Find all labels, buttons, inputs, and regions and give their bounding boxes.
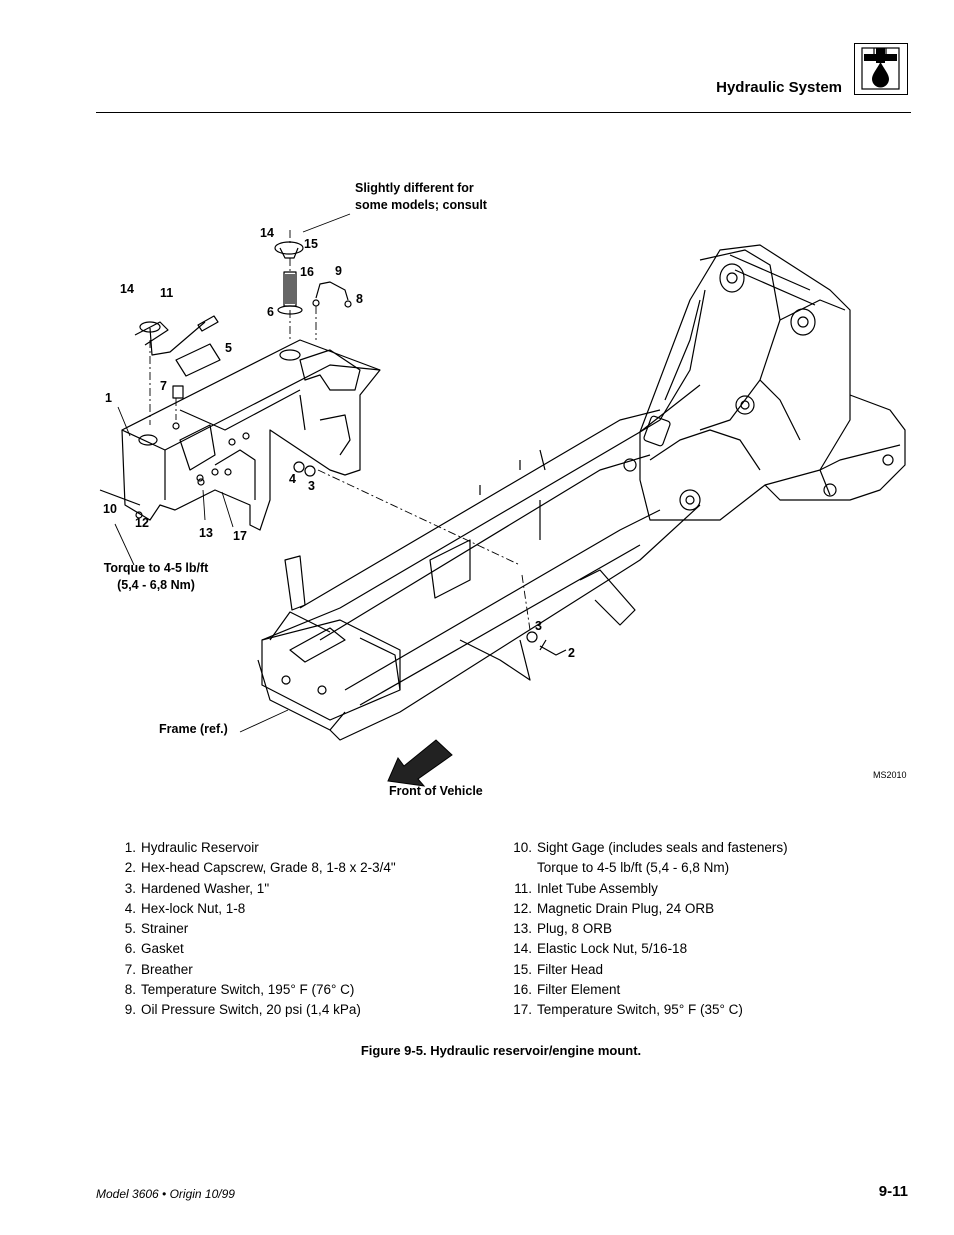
- legend-number: 16.: [513, 982, 532, 998]
- front-direction-arrow-icon: [387, 739, 453, 787]
- legend-number: 2.: [124, 860, 136, 876]
- legend-text: Breather: [141, 961, 193, 977]
- parts-legend-right: 10. Sight Gage (includes seals and fasten…: [510, 838, 788, 1021]
- legend-number: 15.: [513, 961, 532, 977]
- figure-caption: Figure 9-5. Hydraulic reservoir/engine m…: [360, 1043, 642, 1058]
- legend-text: Hardened Washer, 1": [141, 880, 270, 896]
- part-label: 13: [199, 526, 213, 540]
- part-label: 11: [160, 286, 174, 300]
- legend-item: 16. Filter Element: [510, 980, 788, 1000]
- legend-item: 3. Hardened Washer, 1": [122, 879, 396, 899]
- part-label: 4: [289, 472, 296, 486]
- legend-number: 14.: [513, 941, 532, 957]
- legend-item: 17. Temperature Switch, 95° F (35° C): [510, 1000, 788, 1020]
- legend-item: 2. Hex-head Capscrew, Grade 8, 1-8 x 2-3/…: [122, 858, 396, 878]
- legend-text: Elastic Lock Nut, 5/16-18: [537, 941, 688, 957]
- legend-text: Sight Gage (includes seals and fasteners…: [537, 840, 788, 855]
- legend-number: 1.: [124, 840, 136, 855]
- legend-text: Hydraulic Reservoir: [141, 840, 259, 855]
- torque-line-1: Torque to 4-5 lb/ft: [103, 561, 209, 575]
- legend-text-note: Torque to 4-5 lb/ft (5,4 - 6,8 Nm): [537, 860, 730, 876]
- legend-number: 6.: [124, 941, 136, 957]
- legend-number: 3.: [124, 880, 136, 896]
- legend-item: 12. Magnetic Drain Plug, 24 ORB: [510, 899, 788, 919]
- legend-text: Gasket: [141, 941, 184, 957]
- legend-item: 4. Hex-lock Nut, 1-8: [122, 899, 396, 919]
- part-label: 8: [356, 292, 363, 306]
- part-label: 7: [160, 379, 167, 393]
- legend-number: 9.: [124, 1002, 136, 1018]
- footer-model-origin: Model 3606 • Origin 10/99: [96, 1187, 235, 1201]
- legend-number: 4.: [124, 900, 136, 916]
- part-label: 5: [225, 341, 232, 355]
- torque-line-2: (5,4 - 6,8 Nm): [117, 578, 195, 592]
- legend-text: Strainer: [141, 921, 189, 937]
- legend-item: 7. Breather: [122, 960, 396, 980]
- legend-text: Magnetic Drain Plug, 24 ORB: [537, 900, 715, 916]
- legend-text: Temperature Switch, 95° F (35° C): [537, 1002, 743, 1018]
- legend-number: 17.: [513, 1002, 532, 1018]
- legend-item: 14. Elastic Lock Nut, 5/16-18: [510, 939, 788, 959]
- part-label: 6: [267, 305, 274, 319]
- legend-number: 13.: [513, 921, 532, 937]
- legend-number: 10.: [513, 840, 532, 855]
- legend-number: 11.: [514, 880, 532, 896]
- legend-text: Plug, 8 ORB: [537, 921, 613, 937]
- part-label: 16: [300, 265, 314, 279]
- legend-number: 12.: [513, 900, 532, 916]
- front-callout: Front of Vehicle: [389, 784, 483, 798]
- legend-item: 10. Sight Gage (includes seals and fasten…: [510, 838, 788, 879]
- drawing-code: MS2010: [873, 770, 907, 780]
- legend-item: 6. Gasket: [122, 939, 396, 959]
- part-label: 9: [335, 264, 342, 278]
- section-title: Hydraulic System: [716, 79, 842, 96]
- parts-legend-left: 1. Hydraulic Reservoir 2. Hex-head Capscre…: [122, 838, 396, 1021]
- legend-text: Temperature Switch, 195° F (76° C): [141, 982, 355, 998]
- note-line-2: some models; consult: [355, 198, 487, 212]
- header-divider: [96, 112, 911, 113]
- frame-callout: Frame (ref.): [159, 722, 228, 736]
- note-callout: Slightly different for some models; cons…: [355, 180, 487, 214]
- part-label: 3: [308, 479, 315, 493]
- part-label: 10: [103, 502, 117, 516]
- torque-callout: Torque to 4-5 lb/ft (5,4 - 6,8 Nm): [97, 560, 215, 594]
- legend-item: 8. Temperature Switch, 195° F (76° C): [122, 980, 396, 1000]
- legend-number: 8.: [124, 982, 136, 998]
- legend-item: 1. Hydraulic Reservoir: [122, 838, 396, 858]
- part-label: 14: [260, 226, 274, 240]
- legend-text: Hex-head Capscrew, Grade 8, 1-8 x 2-3/4": [141, 860, 396, 876]
- legend-item: 13. Plug, 8 ORB: [510, 919, 788, 939]
- part-label: 15: [304, 237, 318, 251]
- legend-item: 9. Oil Pressure Switch, 20 psi (1,4 kPa): [122, 1000, 396, 1020]
- legend-text: Filter Element: [537, 982, 621, 998]
- part-label: 1: [105, 391, 112, 405]
- legend-text: Inlet Tube Assembly: [537, 880, 658, 896]
- page-number: 9-11: [878, 1183, 908, 1200]
- note-line-1: Slightly different for: [355, 181, 474, 195]
- part-label: 2: [568, 646, 575, 660]
- legend-number: 5.: [124, 921, 136, 937]
- reservoir-frame-illustration: [99, 213, 906, 787]
- part-label: 17: [233, 529, 247, 543]
- hydraulic-oil-drop-icon: [854, 43, 908, 95]
- legend-item: 5. Strainer: [122, 919, 396, 939]
- legend-text: Oil Pressure Switch, 20 psi (1,4 kPa): [141, 1002, 361, 1018]
- legend-text: Hex-lock Nut, 1-8: [141, 900, 246, 916]
- part-label: 14: [120, 282, 134, 296]
- legend-item: 11. Inlet Tube Assembly: [510, 879, 788, 899]
- part-label: 12: [135, 516, 149, 530]
- legend-number: 7.: [124, 961, 136, 977]
- part-label: 3: [535, 619, 542, 633]
- legend-item: 15. Filter Head: [510, 960, 788, 980]
- legend-text: Filter Head: [537, 961, 604, 977]
- exploded-view-figure: Slightly different for some models; cons…: [97, 180, 907, 798]
